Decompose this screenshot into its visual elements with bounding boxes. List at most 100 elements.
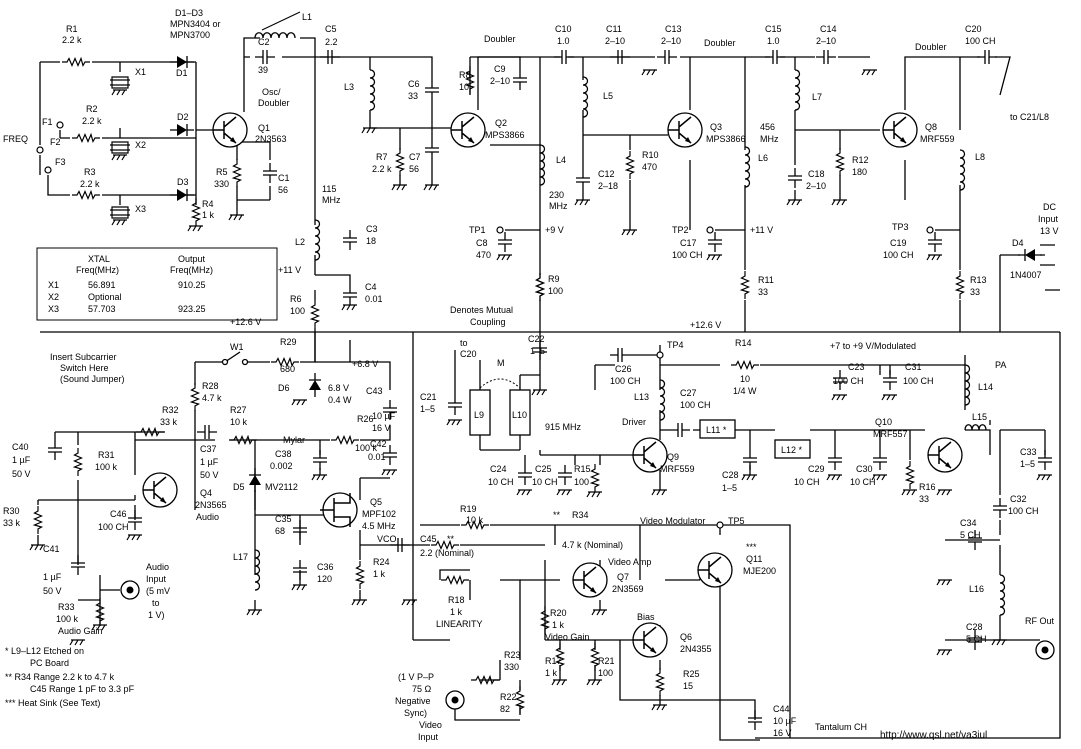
switch-f1 xyxy=(36,146,44,154)
out-head-1: Output xyxy=(178,254,206,264)
lbl-to-c20: C20 xyxy=(460,349,477,359)
lbl-c41: C41 xyxy=(43,544,60,554)
lbl-r28v: 4.7 k xyxy=(202,393,222,403)
lbl-115m: MHz xyxy=(322,195,341,205)
lbl-r17v: 1 k xyxy=(545,668,558,678)
lbl-f3: F3 xyxy=(55,157,66,167)
lbl-sub3: (Sound Jumper) xyxy=(60,374,125,384)
lbl-video-mod: Video Modulator xyxy=(640,516,705,526)
lbl-c6: C6 xyxy=(408,79,420,89)
lbl-c14: C14 xyxy=(820,24,837,34)
lbl-r9v: 100 xyxy=(548,286,563,296)
lbl-r8v: 10 xyxy=(459,82,469,92)
resistor-r13 xyxy=(955,270,965,300)
lbl-x3: X3 xyxy=(135,204,146,214)
xtal-table: XTAL Freq(MHz) Output Freq(MHz) X1 56.89… xyxy=(36,247,278,321)
lbl-c10v: 1.0 xyxy=(557,36,570,46)
lbl-c30v: 10 CH xyxy=(850,477,876,487)
lbl-ain5: 1 V) xyxy=(148,610,165,620)
lbl-f1: F1 xyxy=(42,117,53,127)
lbl-r11v: 33 xyxy=(758,287,768,297)
diode-d2 xyxy=(169,123,195,137)
lbl-r13: R13 xyxy=(970,275,987,285)
testpoint-tp3 xyxy=(926,226,934,234)
cap-c28 xyxy=(742,449,758,471)
resistor-r23 xyxy=(470,675,500,685)
lbl-l3: L3 xyxy=(344,82,354,92)
lbl-c26v: 100 CH xyxy=(610,376,641,386)
lbl-230m: MHz xyxy=(549,201,568,211)
lbl-115: 115 xyxy=(322,184,336,194)
lbl-c17v: 100 CH xyxy=(672,250,703,260)
lbl-d1: D1–D3 xyxy=(175,8,203,18)
lbl-230: 230 xyxy=(549,190,564,200)
lbl-q10v: MRF557 xyxy=(873,429,908,439)
lbl-pa: PA xyxy=(995,360,1006,370)
out-head-2: Freq(MHz) xyxy=(170,265,213,275)
resistor-r7 xyxy=(395,147,405,177)
lbl-q4v: 2N3565 xyxy=(195,500,227,510)
lbl-q2: Q2 xyxy=(495,118,507,128)
lbl-q8v: MRF559 xyxy=(920,134,955,144)
stripline-l12 xyxy=(774,439,811,459)
lbl-q2v: MPS3866 xyxy=(485,130,525,140)
lbl-r2v: 2.2 k xyxy=(82,116,102,126)
resistor-r30 xyxy=(33,505,43,535)
lbl-ain4: to xyxy=(152,598,160,608)
lbl-l4: L4 xyxy=(556,155,566,165)
lbl-r28: R28 xyxy=(202,381,219,391)
resistor-r5 xyxy=(232,158,242,188)
lbl-x1: X1 xyxy=(135,67,146,77)
cap-c29 xyxy=(827,449,843,471)
lbl-r13v: 33 xyxy=(970,287,980,297)
resistor-r6 xyxy=(310,299,320,329)
lbl-dc1: DC xyxy=(1043,202,1056,212)
testpoint-tp2 xyxy=(706,226,714,234)
row-x3-xtal: 57.703 xyxy=(88,304,116,314)
lbl-c9v: 2–10 xyxy=(490,76,510,86)
lbl-bias: Bias xyxy=(637,612,655,622)
lbl-audio: Audio xyxy=(196,512,219,522)
lbl-q4: Q4 xyxy=(200,488,212,498)
lbl-c32v: 100 CH xyxy=(1008,506,1039,516)
diode-d5 xyxy=(248,467,262,493)
lbl-audio-gain: Audio Gain xyxy=(58,626,103,636)
lbl-r29: R29 xyxy=(280,337,297,347)
cap-c33 xyxy=(1037,449,1053,471)
lbl-c40v2: 50 V xyxy=(12,469,31,479)
lbl-l5: L5 xyxy=(603,91,613,101)
lbl-d6v1: 6.8 V xyxy=(328,383,349,393)
lbl-vin5: Video xyxy=(419,720,442,730)
stripline-l11 xyxy=(699,419,736,439)
lbl-c8v: 470 xyxy=(476,250,491,260)
cap-c17 xyxy=(707,231,723,253)
lbl-c1v: 56 xyxy=(278,185,288,195)
cap-c8 xyxy=(497,231,513,253)
row-x3-out: 923.25 xyxy=(178,304,206,314)
resistor-r16 xyxy=(905,460,915,490)
lbl-q6v: 2N4355 xyxy=(680,644,712,654)
transistor-q3 xyxy=(667,112,703,148)
lbl-r9: R9 xyxy=(548,274,560,284)
lbl-c30: C30 xyxy=(856,464,873,474)
resistor-r24 xyxy=(355,560,365,590)
diode-d3 xyxy=(169,188,195,202)
lbl-q5v1: MPF102 xyxy=(362,509,396,519)
lbl-d1v1: MPN3404 or xyxy=(170,19,221,29)
lbl-q10: Q10 xyxy=(875,417,892,427)
lbl-456: 456 xyxy=(760,122,775,132)
switch-f3 xyxy=(44,166,52,174)
cap-c32 xyxy=(992,497,1008,519)
lbl-doubler1: Doubler xyxy=(484,34,516,44)
lbl-r7v: 2.2 k xyxy=(372,164,392,174)
lbl-c42: C42 xyxy=(370,439,387,449)
lbl-c43v1: 10 µF xyxy=(372,411,396,421)
lbl-q11: Q11 xyxy=(746,554,762,564)
lbl-r25: R25 xyxy=(683,669,700,679)
transistor-q1 xyxy=(212,112,248,148)
lbl-q1v: 2N3563 xyxy=(255,134,287,144)
lbl-c35: C35 xyxy=(275,514,292,524)
lbl-r4: R4 xyxy=(202,199,214,209)
fet-q5 xyxy=(320,492,358,528)
